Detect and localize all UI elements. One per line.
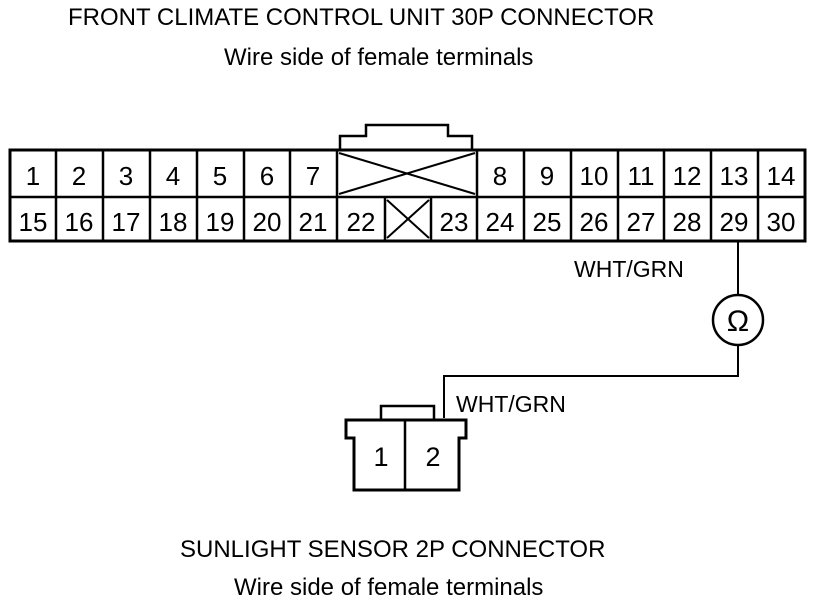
row2-dividers [54,197,760,241]
pin-label: 12 [673,161,702,191]
pin-label: 11 [628,161,655,191]
pin-label: 23 [440,207,469,237]
pin-label: 15 [19,207,48,237]
main-connector [8,123,807,243]
pin-label: 7 [306,161,320,191]
pin-label: 4 [166,161,180,191]
pin-label: 9 [540,161,554,191]
pin-label: 30 [767,207,796,237]
pin-label: 6 [260,161,274,191]
pin-label: 16 [65,207,94,237]
pin-label: 18 [159,207,188,237]
pin-label: 21 [299,207,328,237]
pin-label: 10 [580,161,609,191]
pin-label: 27 [627,207,656,237]
pin-label: 17 [112,207,141,237]
main-connector-subtitle: Wire side of female terminals [224,44,534,71]
pin-label: 22 [347,207,376,237]
pin-label: 8 [493,161,507,191]
pin-label: 29 [720,207,749,237]
wiring [443,241,765,418]
pin-label: 3 [119,161,133,191]
pin-label: 5 [213,161,227,191]
pin-label: 20 [253,207,282,237]
main-connector-title: FRONT CLIMATE CONTROL UNIT 30P CONNECTOR [68,4,655,31]
pin-label: 25 [533,207,562,237]
sensor-connector-title: SUNLIGHT SENSOR 2P CONNECTOR [180,536,606,563]
sensor-connector-latch [379,404,436,420]
pin-label: 14 [767,161,796,191]
sensor-connector [344,404,468,492]
pin-label: 26 [580,207,609,237]
pin-label: 13 [720,161,749,191]
sensor-pin-1: 1 [373,442,388,472]
main-connector-latch [338,123,474,150]
pin-label: 19 [206,207,235,237]
pin-label: 24 [486,207,515,237]
row1-dividers [54,150,760,197]
pin-label: 28 [673,207,702,237]
upper-wire-label: WHT/GRN [574,256,684,282]
pin-label: 1 [26,161,40,191]
lower-wire-label: WHT/GRN [456,391,566,417]
blank-cavity-cross-upper [338,152,476,195]
sensor-connector-body [344,418,468,492]
ohm-symbol: Ω [727,305,749,338]
wire-to-sensor-pin2 [443,345,739,418]
sensor-connector-subtitle: Wire side of female terminals [234,574,544,601]
sensor-pin-2: 2 [425,442,440,472]
pin-label: 2 [72,161,86,191]
blank-cavity-cross-lower [386,199,430,239]
main-connector-body [8,148,807,243]
